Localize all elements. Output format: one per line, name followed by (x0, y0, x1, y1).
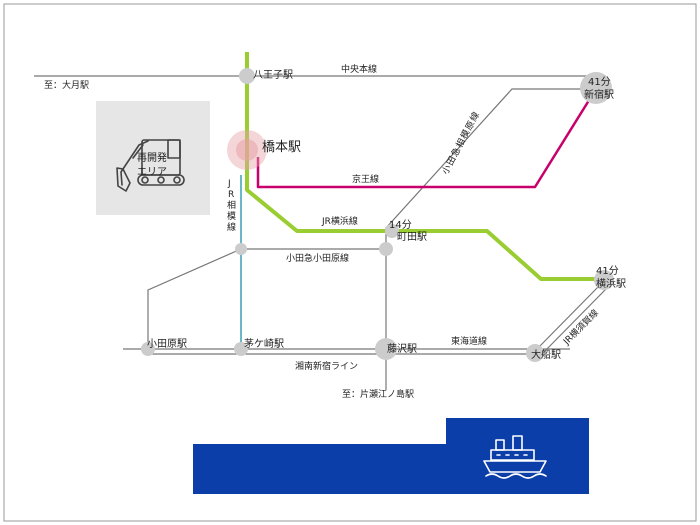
station-time-shinjuku: 41分 (588, 76, 611, 88)
station-marker-ofuna (526, 344, 544, 362)
station-label-machida[interactable]: 町田駅 (397, 231, 427, 243)
sea-area (193, 418, 589, 494)
line-label-keio: 京王線 (352, 173, 379, 185)
line-label-odakyu-sagamihara: 小 田 急 相 模 原 線 (440, 110, 482, 177)
station-marker-yokohama (594, 270, 614, 290)
hashimoto-glow-core (236, 139, 258, 161)
yokosuka-track-2 (540, 288, 607, 356)
station-time-machida: 14分 (389, 219, 412, 231)
station-marker-chigasaki (234, 342, 248, 356)
destination-otsuki: 至：大月駅 (44, 79, 89, 91)
line-label-jr-yokohama: JR横浜線 (321, 215, 358, 227)
station-label-hachioji[interactable]: 八王子駅 (253, 69, 293, 81)
line-label-tokaido: 東海道線 (451, 335, 487, 347)
yokosuka-track-1 (534, 284, 601, 352)
station-label-odawara[interactable]: 小田原駅 (147, 338, 187, 350)
station-label-shinjuku[interactable]: 新宿駅 (584, 88, 614, 101)
line-label-shonan-shinjuku: 湘南新宿ライン (295, 360, 358, 372)
station-time-yokohama: 41分 (596, 265, 619, 277)
line-label-sagami: J R 相 模 線 (227, 179, 236, 233)
station-marker-odawara (141, 342, 155, 356)
station-marker-fujisawa (375, 338, 397, 360)
area-label-line2: エリア (137, 167, 167, 178)
odakyu-sagamihara-track (385, 88, 585, 249)
station-label-hashimoto[interactable]: 橋本駅 (262, 140, 301, 155)
ship-icon (483, 435, 547, 479)
redevelopment-area (96, 101, 210, 215)
station-marker-shinjuku (580, 72, 612, 104)
station-label-fujisawa[interactable]: 藤沢駅 (387, 342, 417, 355)
sagami-char-4: 線 (227, 221, 236, 233)
line-label-odakyu-odawara: 小田急小田原線 (286, 252, 349, 264)
sagami-char-1: R (228, 190, 234, 200)
station-marker-hachioji (239, 68, 255, 84)
destination-katase: 至：片瀬江ノ島駅 (342, 388, 414, 400)
line-label-chuo: 中央本線 (341, 63, 377, 75)
station-marker-sagamiono (379, 242, 393, 256)
area-label-line1: 再開発 (137, 151, 167, 164)
station-marker-junction (235, 243, 247, 255)
station-label-chigasaki[interactable]: 茅ケ崎駅 (244, 337, 284, 350)
station-label-yokohama[interactable]: 横浜駅 (596, 277, 626, 290)
station-label-ofuna[interactable]: 大船駅 (531, 348, 561, 361)
excavator-icon (116, 139, 185, 192)
keio-line (256, 88, 598, 189)
station-markers (141, 68, 614, 362)
sagami-char-3: 模 (227, 211, 236, 222)
station-marker-machida (385, 224, 399, 238)
sagami-char-2: 相 (227, 199, 236, 211)
gray-lines (34, 75, 607, 390)
odakyu-odawara-west-track (147, 248, 242, 349)
sagami-char-0: J (227, 179, 231, 189)
